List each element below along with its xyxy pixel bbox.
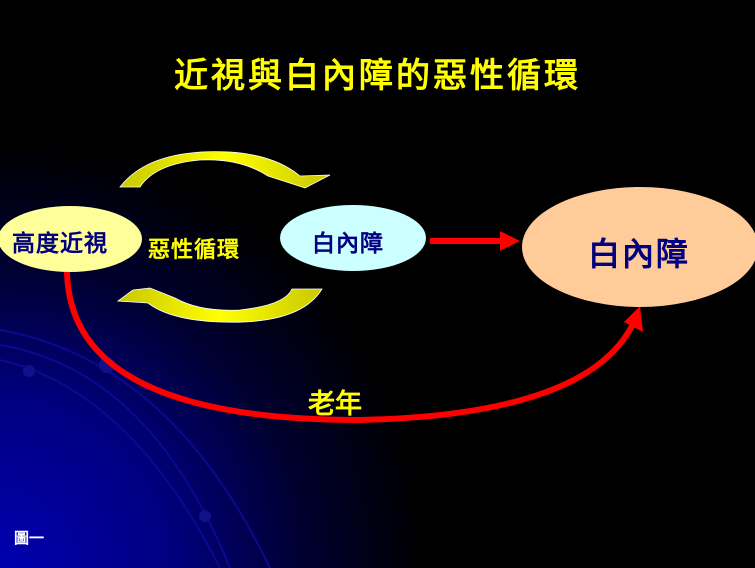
old-age-label: 老年 — [308, 389, 362, 420]
figure-label: 圖一 — [14, 529, 45, 547]
cycle-arrow-top — [119, 151, 331, 189]
orbit-dot — [23, 365, 35, 377]
arrowhead — [624, 306, 643, 332]
arrowhead — [500, 231, 520, 251]
cataract-small-label: 白內障 — [312, 230, 384, 257]
slide-title: 近視與白內障的惡性循環 — [174, 56, 581, 96]
node-high-myopia — [0, 206, 142, 272]
orbit-dot — [199, 510, 211, 522]
node-cataract-big — [522, 187, 755, 307]
cycle-arrow-bottom — [116, 287, 323, 323]
cataract-big-label: 白內障 — [588, 235, 691, 273]
high-myopia-label: 高度近視 — [12, 230, 108, 257]
vicious-cycle-label: 惡性循環 — [148, 237, 241, 263]
node-cataract-small — [280, 205, 426, 271]
aging-arrow — [64, 271, 637, 424]
